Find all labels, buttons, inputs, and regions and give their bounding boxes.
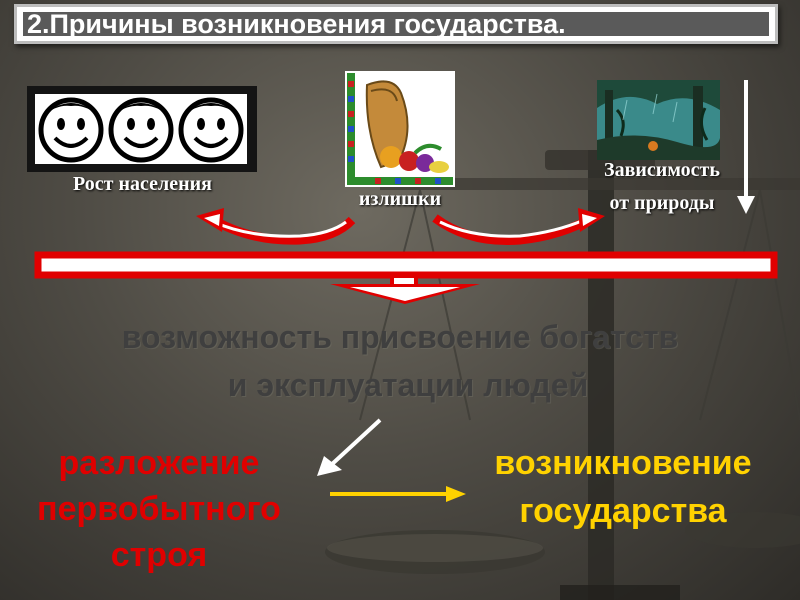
result-right-line2: государства xyxy=(519,492,727,530)
page-title: 2.Причины возникновения государства. xyxy=(23,12,769,36)
rain-forest-icon xyxy=(597,80,720,160)
nature-image xyxy=(597,80,720,160)
population-image xyxy=(27,86,257,172)
result-right-line1: возникновение xyxy=(494,444,752,482)
nature-label-line2: от природы xyxy=(609,192,715,214)
nature-label-line1: Зависимость xyxy=(604,159,720,181)
result-left-line2: первобытного xyxy=(37,490,281,528)
title-box: 2.Причины возникновения государства. xyxy=(14,4,778,44)
opportunity-line2: и эксплуатации людей xyxy=(227,367,589,403)
population-label: Рост населения xyxy=(73,173,212,195)
smiley-faces-icon xyxy=(38,97,244,163)
cornucopia-icon xyxy=(347,73,453,185)
result-left-line1: разложение xyxy=(58,444,260,482)
result-left-line3: строя xyxy=(110,536,208,574)
surplus-image xyxy=(345,71,455,187)
opportunity-line1: возможность присвоение богатств xyxy=(121,319,679,355)
surplus-label: излишки xyxy=(358,188,442,210)
